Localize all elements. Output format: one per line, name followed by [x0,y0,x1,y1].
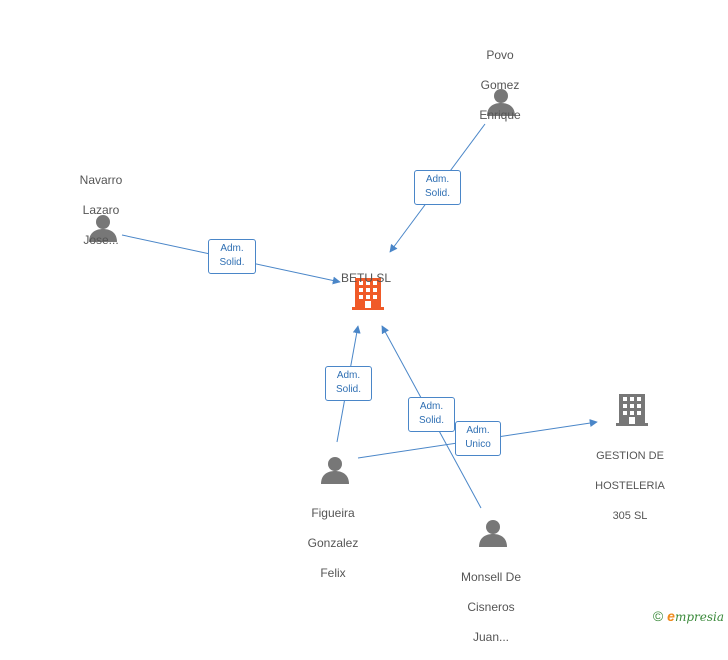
node-label-line: Gomez [480,78,520,92]
edge-label-line: Solid. [418,415,444,426]
node-label-line: Povo [486,48,514,62]
footer-brand[interactable]: © empresia [653,608,724,624]
node-label-navarro[interactable]: Navarro Lazaro Jose... [51,158,151,263]
node-label-line: HOSTELERIA [595,480,665,492]
node-label-line: 305 SL [612,510,648,522]
person-icon[interactable] [487,89,515,116]
brand-name: mpresia [674,610,724,624]
edge-label-line: Adm. [466,425,490,436]
node-label-line: Figueira [311,506,355,520]
node-label-line: Lazaro [82,203,120,217]
node-label-line: Jose... [83,233,119,247]
edge-label-line: Solid. [424,188,450,199]
edge-label-line: Solid. [219,257,245,268]
edge-label-povo-betu[interactable]: Adm. Solid. [414,170,461,205]
edge-label-line: Adm. [425,174,450,185]
brand-logo: empresia [667,608,724,624]
node-label-betu[interactable]: BETU SL [316,256,416,301]
node-label-line: Enrique [479,108,521,122]
edge-label-navarro-betu[interactable]: Adm. Solid. [208,239,256,274]
edge-label-line: Adm. [419,401,444,412]
building-icon[interactable] [616,394,648,426]
node-label-line: Gonzalez [307,536,359,550]
edge-label-line: Adm. [336,370,361,381]
person-icon[interactable] [89,215,117,242]
copyright-icon: © [652,608,664,624]
network-graph [89,89,648,547]
node-label-gestion[interactable]: GESTION DE HOSTELERIA 305 SL [580,434,680,539]
person-icon[interactable] [321,457,349,484]
node-label-monsell[interactable]: Monsell De Cisneros Juan... [441,555,541,660]
node-label-figueira[interactable]: Figueira Gonzalez Felix [283,491,383,596]
node-label-line: BETU SL [340,271,391,285]
node-label-line: Cisneros [467,600,515,614]
edge-label-line: Solid. [335,384,361,395]
node-label-povo[interactable]: Povo Gomez Enrique [450,33,550,138]
building-icon[interactable] [352,278,384,310]
node-label-line: GESTION DE [596,450,664,462]
edge-label-figueira-betu[interactable]: Adm. Solid. [325,366,372,401]
edge-label-line: Adm. [220,243,244,254]
edge-label-figueira-gestion[interactable]: Adm. Unico [455,421,501,456]
edges [121,123,598,509]
edge-label-monsell-betu[interactable]: Adm. Solid. [408,397,455,432]
node-label-line: Navarro [79,173,123,187]
node-label-line: Monsell De [460,570,522,584]
node-label-line: Felix [320,566,346,580]
person-icon[interactable] [479,520,507,547]
brand-initial: e [667,608,675,624]
node-label-line: Juan... [472,630,510,644]
edge-label-line: Unico [465,439,491,450]
